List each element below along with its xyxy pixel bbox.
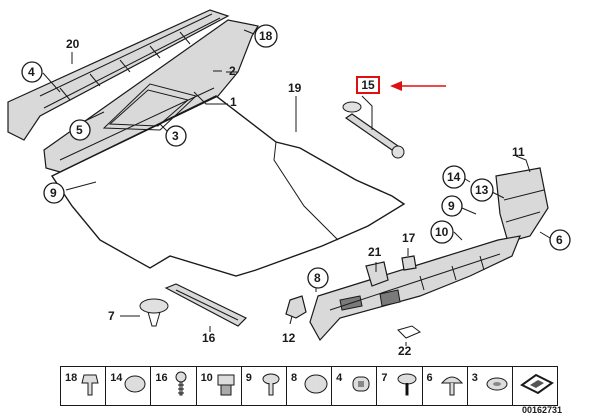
tray-cell-label: 18 <box>65 372 78 384</box>
callout-19: 19 <box>288 81 302 95</box>
callout-4: 4 <box>21 61 43 83</box>
tray-cell-label: 4 <box>336 372 343 384</box>
svg-text:10: 10 <box>435 225 449 239</box>
callout-9b: 9 <box>441 195 463 217</box>
diagram-code: 00162731 <box>521 405 562 415</box>
tray-cell-4[interactable]: 4 <box>332 367 378 405</box>
tray-cell-18[interactable]: 18 <box>61 367 107 405</box>
svg-text:9: 9 <box>448 199 455 213</box>
part-20-shelf-strip <box>7 9 230 141</box>
tray-cell-10[interactable]: 10 <box>197 367 242 405</box>
callout-5: 5 <box>69 119 91 141</box>
svg-text:18: 18 <box>259 29 273 43</box>
callout-17: 17 <box>402 231 416 245</box>
callout-2: 2 <box>229 64 236 78</box>
highlighted-callout-15[interactable]: 15 <box>356 76 380 94</box>
svg-text:3: 3 <box>172 129 179 143</box>
tray-cell-8[interactable]: 8 <box>287 367 333 405</box>
callout-13: 13 <box>470 178 494 202</box>
tray-cell-label: 14 <box>110 372 123 384</box>
svg-text:4: 4 <box>28 65 35 79</box>
part-17-clip <box>401 255 417 271</box>
highlight-arrow <box>390 81 446 91</box>
part-6-rear-panel-trim <box>309 235 521 342</box>
tray-cell-6[interactable]: 6 <box>423 367 468 405</box>
part-21-clip <box>365 261 389 287</box>
callout-12: 12 <box>282 331 296 345</box>
tray-cell-label: 6 <box>426 372 433 384</box>
svg-text:13: 13 <box>475 183 489 197</box>
callout-3: 3 <box>165 125 187 147</box>
callout-7: 7 <box>108 309 115 323</box>
callout-8: 8 <box>307 267 329 289</box>
callout-1: 1 <box>230 95 237 109</box>
part-16-loading-strip <box>164 283 248 327</box>
svg-text:5: 5 <box>76 123 83 137</box>
callout-16: 16 <box>202 331 216 345</box>
tray-cell-7[interactable]: 7 <box>377 367 423 405</box>
part-15-tie-strap <box>342 101 405 159</box>
tray-cell-3[interactable]: 3 <box>468 367 513 405</box>
tray-cell-9[interactable]: 9 <box>242 367 287 405</box>
tray-cell-label: 7 <box>381 372 388 384</box>
tray-cell-16[interactable]: 16 <box>151 367 197 405</box>
tray-cell-gasket[interactable] <box>513 367 557 405</box>
tray-cell-14[interactable]: 14 <box>106 367 152 405</box>
callout-labels: 20 4 18 2 1 19 5 3 9 11 14 13 9 10 6 21 … <box>21 24 571 358</box>
part-11-side-trim <box>495 167 549 243</box>
callout-10: 10 <box>430 220 454 244</box>
tray-cell-label: 16 <box>155 372 168 384</box>
callout-18: 18 <box>254 24 278 48</box>
callout-14: 14 <box>442 165 466 189</box>
svg-text:9: 9 <box>50 186 57 200</box>
callout-11: 11 <box>512 145 525 159</box>
svg-text:6: 6 <box>556 233 563 247</box>
small-parts-tray: 18 14 16 10 9 8 4 7 6 3 <box>60 366 558 406</box>
callout-22: 22 <box>398 344 412 358</box>
callout-9a: 9 <box>43 182 65 204</box>
part-1-trunk-floor-mat <box>50 95 406 277</box>
callout-15-label: 15 <box>361 78 375 92</box>
svg-text:14: 14 <box>447 170 461 184</box>
callout-21: 21 <box>368 245 382 259</box>
tray-cell-label: 9 <box>245 372 252 384</box>
tray-cell-label: 10 <box>200 372 213 384</box>
tray-cell-label: 3 <box>471 372 478 384</box>
part-12-bracket <box>285 295 307 319</box>
part-7-plug <box>139 298 169 327</box>
part-22-pad <box>397 325 421 339</box>
svg-text:8: 8 <box>314 271 321 285</box>
callout-6: 6 <box>549 229 571 251</box>
tray-cell-label: 8 <box>290 372 298 384</box>
callout-20: 20 <box>66 37 80 51</box>
